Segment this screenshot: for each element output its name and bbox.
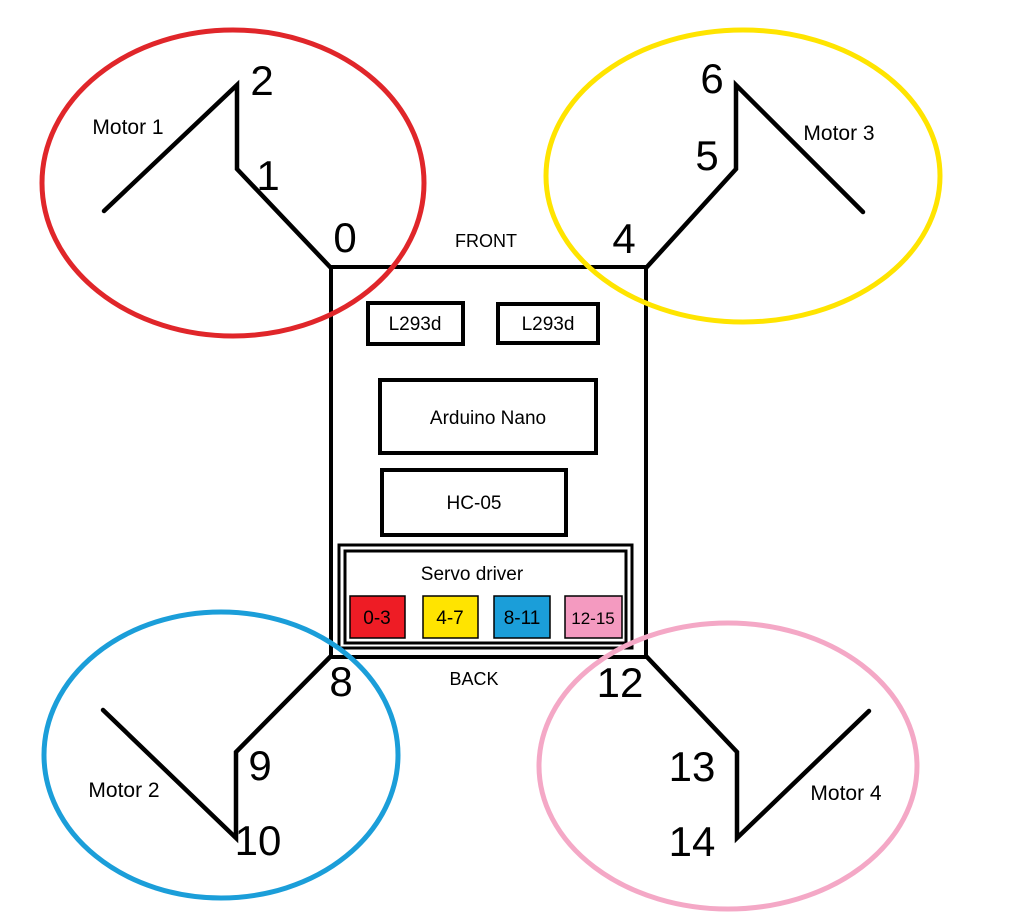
motor3-servo-5: 5 (695, 132, 718, 179)
channel-0-3-label: 0-3 (363, 608, 390, 629)
motor1-servo-0: 0 (333, 214, 356, 261)
channel-8-11-box (493, 595, 551, 639)
motor1-leg-line (101, 79, 334, 271)
motor4-label: Motor 4 (810, 782, 882, 805)
body-group: L293d L293d Arduino Nano HC-05 Servo dri… (329, 265, 648, 659)
motor1-ring (39, 27, 427, 339)
motor2-servo-9: 9 (248, 742, 271, 789)
l293d-chip-1-box (366, 301, 465, 346)
l293d-chip-2-label: L293d (522, 314, 575, 335)
motor2-label: Motor 2 (88, 779, 159, 802)
channel-12-15-label: 12-15 (571, 609, 614, 628)
l293d-chip-1-label: L293d (389, 314, 442, 335)
motor4-servo-13: 13 (669, 743, 716, 790)
channel-8-11-label: 8-11 (504, 608, 541, 629)
motor4-servo-14: 14 (669, 818, 716, 865)
motor2-leg-line (100, 653, 334, 844)
motor4-servo-12: 12 (597, 659, 644, 706)
servo-driver-label: Servo driver (421, 564, 524, 585)
channel-0-3-box (349, 595, 406, 639)
arduino-nano-label: Arduino Nano (430, 408, 546, 429)
channel-12-15-box (564, 595, 623, 639)
motor4-ring (536, 620, 920, 912)
motor2-servo-8: 8 (329, 658, 352, 705)
l293d-chip-2-box (496, 302, 600, 345)
channel-4-7-box (422, 595, 479, 639)
back-label: BACK (449, 669, 498, 689)
motor1-label: Motor 1 (92, 116, 163, 139)
motor3-servo-6: 6 (700, 55, 723, 102)
motor4-group: Motor 4 12 13 14 (597, 659, 882, 865)
motor1-servo-1: 1 (256, 152, 279, 199)
motor2-servo-10: 10 (235, 817, 282, 864)
motor3-group: Motor 3 6 5 4 (612, 55, 874, 262)
channel-4-7-label: 4-7 (436, 608, 463, 629)
front-label: FRONT (455, 231, 517, 251)
motor1-group: Motor 1 2 1 0 (92, 57, 356, 261)
motor1-servo-2: 2 (250, 57, 273, 104)
motor3-ring (543, 27, 943, 325)
motor2-ring (41, 609, 401, 901)
hc05-label: HC-05 (447, 493, 502, 514)
arduino-nano-box (378, 378, 598, 455)
hc05-box (380, 468, 568, 537)
motor2-group: Motor 2 8 9 10 (88, 658, 352, 864)
motor3-servo-4: 4 (612, 215, 635, 262)
motor4-leg-line (643, 653, 872, 844)
motor3-label: Motor 3 (803, 122, 874, 145)
motor3-leg-line (643, 79, 866, 271)
